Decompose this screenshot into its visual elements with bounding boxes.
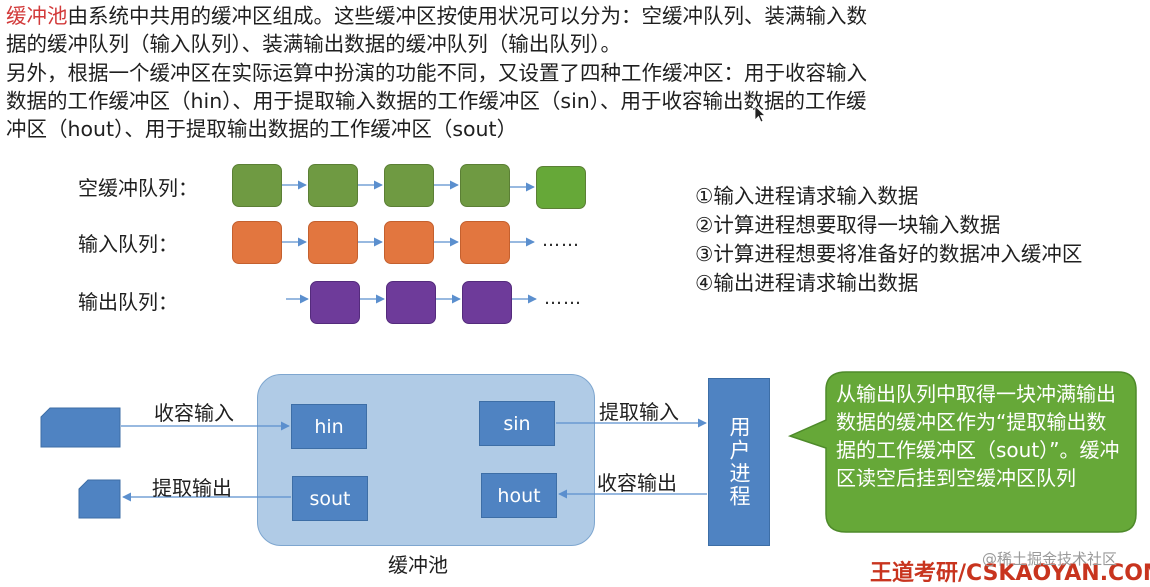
empty-queue-label: 空缓冲队列： — [78, 176, 198, 200]
intro-line-3: 另外，根据一个缓冲区在实际运算中扮演的功能不同，又设置了四种工作缓冲区：用于收容… — [6, 61, 867, 85]
input-buffer-block — [232, 221, 282, 264]
intro-line-4: 数据的工作缓冲区（hin）、用于提取输入数据的工作缓冲区（sin）、用于收容输出… — [6, 89, 867, 113]
empty-buffer-block — [308, 164, 358, 207]
step-2: ②计算进程想要取得一块输入数据 — [695, 213, 1001, 237]
hout-buffer: hout — [481, 473, 557, 518]
mouse-cursor-icon — [754, 105, 766, 123]
empty-buffer-block — [232, 164, 282, 207]
step-3: ③计算进程想要将准备好的数据冲入缓冲区 — [695, 242, 1083, 266]
collect-input-label: 收容输入 — [154, 401, 234, 425]
empty-buffer-block — [460, 164, 510, 207]
output-queue-ellipsis: …… — [544, 288, 582, 309]
intro-line-5: 冲区（hout）、用于提取输出数据的工作缓冲区（sout） — [6, 117, 518, 141]
input-device-icon — [40, 407, 121, 448]
input-buffer-block — [460, 221, 510, 264]
input-queue-ellipsis: …… — [542, 230, 580, 251]
watermark: @稀土掘金技术社区 — [982, 550, 1118, 568]
output-buffer-block — [462, 281, 512, 324]
input-buffer-block — [308, 221, 358, 264]
user-process-box: 用户进程 — [708, 378, 770, 546]
collect-output-label: 收容输出 — [597, 471, 677, 495]
step-1: ①输入进程请求输入数据 — [695, 184, 919, 208]
intro-line-1: 缓冲池由系统中共用的缓冲区组成。这些缓冲区按使用状况可以分为：空缓冲队列、装满输… — [6, 2, 867, 30]
callout-text: 从输出队列中取得一块冲满输出数据的缓冲区作为“提取输出数据的工作缓冲区（sout… — [836, 382, 1120, 490]
user-process-label: 用户进程 — [727, 416, 751, 508]
callout-bubble — [787, 371, 1137, 533]
output-buffer-block — [310, 281, 360, 324]
intro-line-1-rest: 由系统中共用的缓冲区组成。这些缓冲区按使用状况可以分为：空缓冲队列、装满输入数 — [67, 4, 868, 28]
intro-line-2: 据的缓冲队列（输入队列）、装满输出数据的缓冲队列（输出队列）。 — [6, 32, 621, 56]
extract-input-label: 提取输入 — [599, 400, 679, 424]
buffer-pool-term: 缓冲池 — [6, 4, 68, 28]
output-device-icon — [78, 479, 121, 519]
steps-list: ①输入进程请求输入数据 ②计算进程想要取得一块输入数据 ③计算进程想要将准备好的… — [695, 182, 1082, 298]
buffer-pool-label: 缓冲池 — [388, 553, 448, 577]
step-4: ④输出进程请求输出数据 — [695, 271, 919, 295]
empty-buffer-block — [384, 164, 434, 207]
hin-buffer: hin — [291, 404, 367, 449]
sin-buffer: sin — [479, 401, 555, 446]
empty-buffer-block — [536, 166, 586, 209]
sout-buffer: sout — [292, 476, 368, 521]
input-queue-label: 输入队列： — [78, 232, 178, 256]
input-buffer-block — [384, 221, 434, 264]
extract-output-label: 提取输出 — [152, 476, 232, 500]
output-buffer-block — [386, 281, 436, 324]
output-queue-label: 输出队列： — [78, 290, 178, 314]
